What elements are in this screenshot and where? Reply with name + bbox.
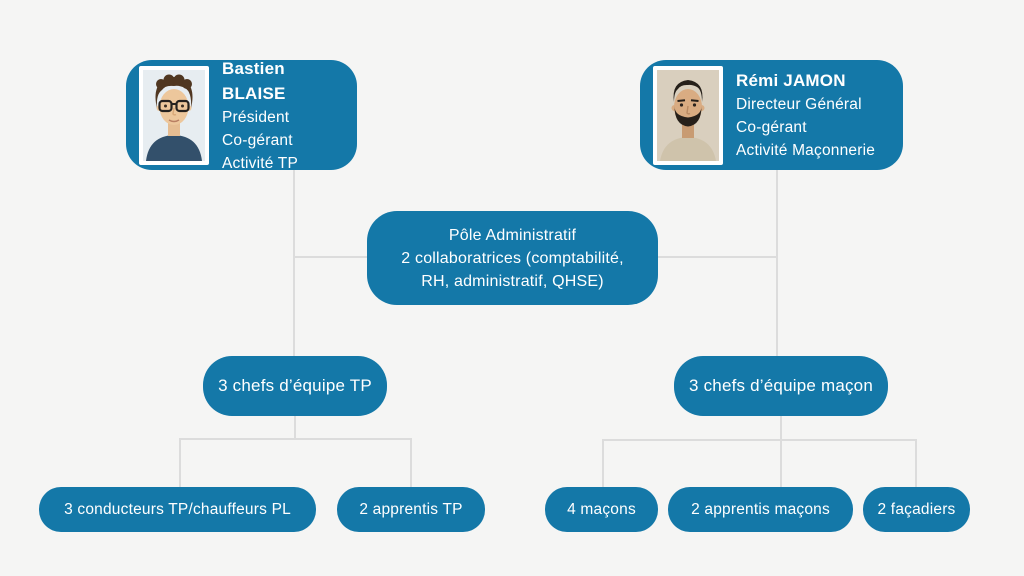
connector-apprentis-tp-drop bbox=[410, 438, 412, 487]
director-activity: Activité Maçonnerie bbox=[736, 142, 876, 159]
president-title: Président bbox=[222, 108, 290, 126]
connector-facadiers-drop bbox=[915, 439, 917, 487]
director-photo-frame bbox=[653, 65, 723, 165]
admin-pole-title: Pôle Administratif bbox=[448, 226, 577, 244]
connector-admin-left bbox=[294, 256, 367, 258]
president-name: Bastien BLAISE bbox=[222, 58, 286, 103]
connector-chefs-tp-down bbox=[294, 416, 296, 440]
admin-pole-detail: 2 collaboratrices (comptabilité, RH, adm… bbox=[401, 249, 624, 290]
connector-macons-drop bbox=[602, 439, 604, 487]
director-text-block: Rémi JAMON Directeur Général Co-gérant A… bbox=[736, 68, 875, 162]
president-role: Co-gérant bbox=[222, 131, 293, 149]
president-portrait bbox=[143, 69, 205, 161]
connector-masonry-branch-bar bbox=[602, 439, 917, 441]
president-card: Bastien BLAISE Président Co-gérant Activ… bbox=[126, 59, 357, 172]
macons-card: 4 maçons bbox=[545, 487, 658, 532]
connector-admin-right bbox=[658, 256, 776, 258]
apprentis-macons-card: 2 apprentis maçons bbox=[668, 487, 853, 532]
director-name: Rémi JAMON bbox=[736, 71, 846, 90]
president-text-block: Bastien BLAISE Président Co-gérant Activ… bbox=[222, 56, 347, 175]
conducteurs-tp-card: 3 conducteurs TP/chauffeurs PL bbox=[39, 487, 316, 532]
connector-chefs-macon-down bbox=[780, 416, 782, 487]
admin-pole-card: Pôle Administratif 2 collaboratrices (co… bbox=[367, 211, 658, 305]
president-activity: Activité TP bbox=[222, 154, 298, 172]
director-card: Rémi JAMON Directeur Général Co-gérant A… bbox=[640, 60, 903, 170]
apprentis-tp-card: 2 apprentis TP bbox=[337, 487, 485, 532]
connector-director-down bbox=[776, 170, 778, 356]
president-photo-frame bbox=[139, 65, 209, 165]
facadiers-card: 2 façadiers bbox=[863, 487, 970, 532]
connector-conducteurs-drop bbox=[179, 438, 181, 487]
director-role: Co-gérant bbox=[736, 119, 807, 136]
connector-president-down bbox=[293, 170, 295, 356]
connector-tp-branch-bar bbox=[179, 438, 412, 440]
director-title: Directeur Général bbox=[736, 96, 862, 113]
chefs-equipe-tp-card: 3 chefs d’équipe TP bbox=[203, 356, 387, 416]
chefs-equipe-macon-card: 3 chefs d’équipe maçon bbox=[674, 356, 888, 416]
director-portrait bbox=[657, 69, 719, 161]
